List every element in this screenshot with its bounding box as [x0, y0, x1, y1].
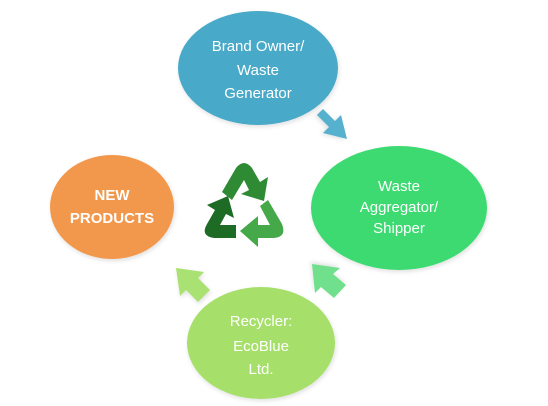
node-brand-owner-line3: Generator [224, 85, 292, 102]
arrow-aggregator-to-recycler [312, 264, 346, 298]
node-new-products-line2: PRODUCTS [70, 210, 154, 227]
recycle-icon-top-segment [222, 163, 268, 201]
node-brand-owner-line1: Brand Owner/ [212, 38, 305, 55]
arrow-recycler-to-products [176, 268, 210, 302]
node-aggregator-line2: Aggregator/ [360, 199, 439, 216]
node-recycler-line3: Ltd. [248, 361, 273, 378]
node-brand-owner-line2: Waste [237, 62, 279, 79]
node-recycler-ellipse [187, 287, 335, 399]
node-recycler-line2: EcoBlue [233, 338, 289, 355]
node-recycler: Recycler: EcoBlue Ltd. [187, 287, 335, 399]
recycle-icon [204, 163, 284, 247]
recycle-icon-right-segment [240, 200, 284, 247]
node-brand-owner: Brand Owner/ Waste Generator [178, 11, 338, 125]
arrow-shape [176, 268, 210, 302]
node-new-products-line1: NEW [95, 187, 131, 204]
recycle-icon-left-segment [204, 196, 236, 238]
arrow-shape [317, 109, 347, 139]
node-new-products: NEW PRODUCTS [50, 155, 174, 259]
node-aggregator-line3: Shipper [373, 220, 425, 237]
node-new-products-ellipse [50, 155, 174, 259]
node-brand-owner-ellipse [178, 11, 338, 125]
node-aggregator-ellipse [311, 146, 487, 270]
arrow-shape [312, 264, 346, 298]
node-recycler-line1: Recycler: [230, 313, 293, 330]
node-aggregator-line1: Waste [378, 178, 420, 195]
arrow-brand-to-aggregator [317, 109, 347, 139]
node-aggregator: Waste Aggregator/ Shipper [311, 146, 487, 270]
